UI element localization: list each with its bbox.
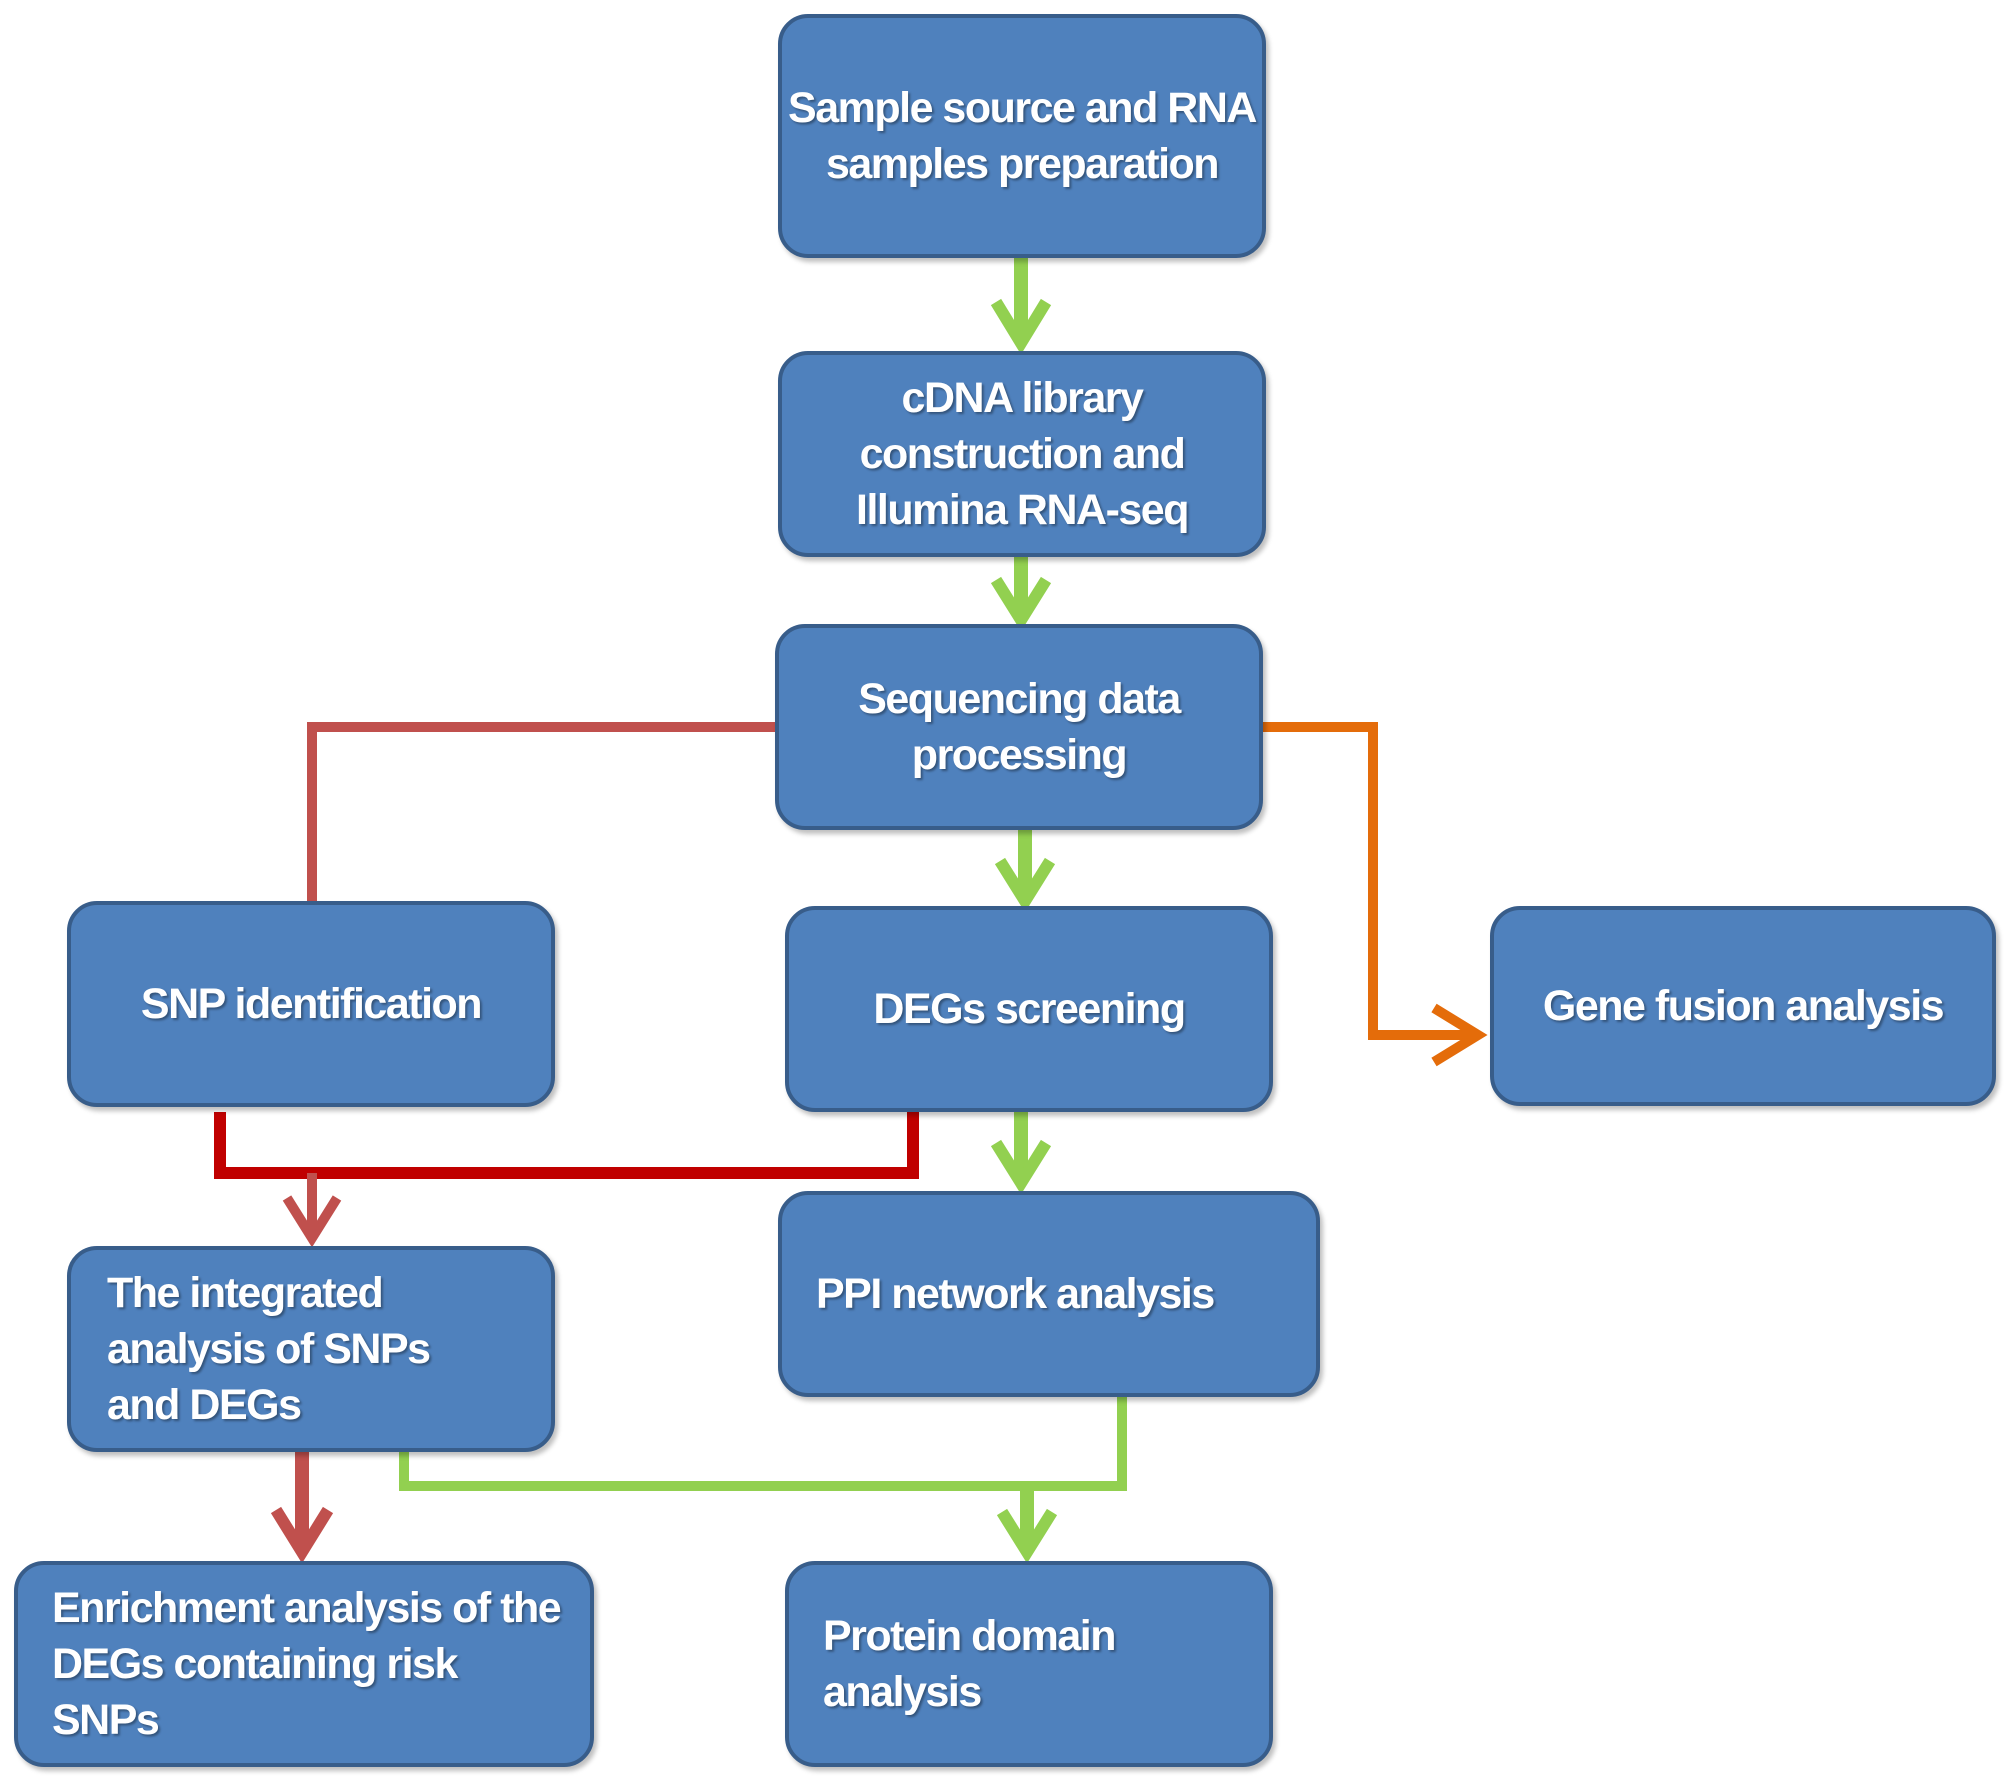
node-integrated-analysis: The integrated analysis of SNPs and DEGs [67,1246,555,1452]
node-label: Sample source and RNA samples preparatio… [788,84,1257,188]
node-ppi-network: PPI network analysis [778,1191,1320,1397]
node-enrichment-analysis: Enrichment analysis of the DEGs containi… [14,1561,594,1767]
node-label: Enrichment analysis of the DEGs containi… [52,1584,562,1744]
arrowhead-degs-to-ppi [990,1139,1052,1195]
arrowhead-sample-to-cdna [990,298,1052,355]
node-label: The integrated analysis of SNPs and DEGs [107,1269,431,1429]
arrowhead-cdna-to-seq [990,576,1052,632]
node-degs-screening: DEGs screening [785,906,1273,1112]
node-label: Protein domain analysis [823,1612,1116,1716]
node-sequencing-processing: Sequencing data processing [775,624,1263,830]
node-label: PPI network analysis [816,1270,1215,1318]
node-label: Sequencing data processing [858,675,1181,779]
arrowhead-merge-to-domain [996,1508,1058,1564]
node-gene-fusion: Gene fusion analysis [1490,906,1996,1106]
node-snp-identification: SNP identification [67,901,555,1107]
edge-seq-to-fusion [1263,722,1475,1040]
arrowhead-merge-to-integrated [282,1195,342,1248]
node-label: cDNA library construction and Illumina R… [856,374,1190,534]
node-label: DEGs screening [873,985,1186,1033]
arrowhead-seq-to-degs [994,857,1056,913]
node-label: SNP identification [140,980,483,1028]
arrowhead-integrated-to-enrichment [270,1506,334,1564]
edge-snp-degs-merge [214,1112,919,1179]
edge-seq-to-snp [307,722,775,901]
edge-integrated-ppi-merge [399,1397,1127,1491]
node-label: Gene fusion analysis [1542,982,1945,1030]
node-sample-preparation: Sample source and RNA samples preparatio… [778,14,1266,258]
node-protein-domain: Protein domain analysis [785,1561,1273,1767]
node-cdna-library: cDNA library construction and Illumina R… [778,351,1266,557]
arrowhead-seq-to-fusion [1431,1003,1488,1067]
